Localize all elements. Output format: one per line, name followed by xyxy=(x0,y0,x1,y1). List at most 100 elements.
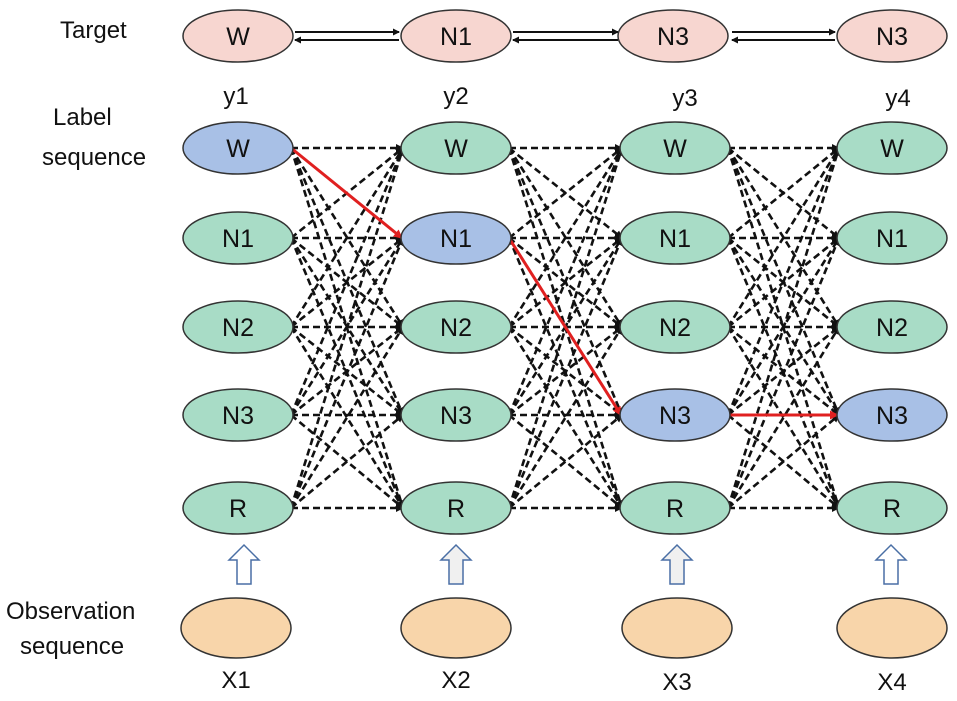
target-node-shape xyxy=(836,9,948,63)
transition-edge xyxy=(508,413,623,510)
state-node-shape xyxy=(182,300,294,354)
target-chain-arrows xyxy=(294,28,836,44)
observation-node xyxy=(400,597,512,659)
transition-edge xyxy=(289,147,405,509)
up-arrow-icon xyxy=(660,543,694,585)
observation-label: X2 xyxy=(441,667,470,694)
transition-edge xyxy=(727,414,840,509)
target-node-label: N3 xyxy=(876,23,908,51)
observation-sequence-label-line1: Observation xyxy=(6,598,135,625)
target-node: N1 xyxy=(400,9,512,63)
observation-node xyxy=(180,597,292,659)
transition-edge xyxy=(507,147,624,328)
column-label: y2 xyxy=(443,83,468,110)
transition-edge xyxy=(726,326,841,509)
state-node: W xyxy=(836,121,948,175)
state-node-label: W xyxy=(663,135,687,163)
observation-sequence-label-line2: sequence xyxy=(20,633,124,660)
target-node-label: W xyxy=(226,23,250,51)
state-node-label: R xyxy=(229,495,247,523)
target-node-shape xyxy=(617,9,729,63)
state-node: N3 xyxy=(836,388,948,442)
selected-path-edge xyxy=(290,146,403,240)
state-node-label: N3 xyxy=(222,402,254,430)
state-node-shape xyxy=(400,300,512,354)
state-node: N1 xyxy=(400,211,512,265)
transition-edge xyxy=(289,147,405,416)
state-node-shape xyxy=(182,121,294,175)
state-node-shape xyxy=(619,211,731,265)
state-node-label: N3 xyxy=(659,402,691,430)
transition-edge xyxy=(726,237,841,509)
state-node-label: N2 xyxy=(222,314,254,342)
observation-node xyxy=(621,597,733,659)
transition-edges xyxy=(289,144,841,512)
state-node-shape xyxy=(836,300,948,354)
selected-path-edge xyxy=(507,237,623,416)
state-node-label: N1 xyxy=(222,225,254,253)
observation-label: X3 xyxy=(662,669,691,696)
state-node: N1 xyxy=(182,211,294,265)
target-row-label: Target xyxy=(60,17,127,44)
state-node-shape xyxy=(619,388,731,442)
state-node-label: R xyxy=(447,495,465,523)
state-node: N2 xyxy=(836,300,948,354)
state-node: R xyxy=(619,481,731,535)
state-node-shape xyxy=(619,121,731,175)
transition-edge xyxy=(507,326,624,509)
transition-edge xyxy=(289,326,405,509)
target-node: W xyxy=(182,9,294,63)
target-node-label: N1 xyxy=(440,23,472,51)
state-node: R xyxy=(182,481,294,535)
transition-edge xyxy=(289,237,405,509)
state-node-shape xyxy=(400,121,512,175)
state-node: N2 xyxy=(182,300,294,354)
target-node: N3 xyxy=(836,9,948,63)
state-node-label: N2 xyxy=(440,314,472,342)
transition-edge xyxy=(289,326,405,509)
observation-nodes xyxy=(180,597,948,659)
state-node: R xyxy=(400,481,512,535)
column-label: y3 xyxy=(672,85,697,112)
column-label: y4 xyxy=(885,85,910,112)
observation-arrows xyxy=(227,543,908,585)
up-arrow-icon xyxy=(874,543,908,585)
state-node-label: N3 xyxy=(440,402,472,430)
state-node-label: N1 xyxy=(876,225,908,253)
transition-edge xyxy=(507,147,624,416)
state-node: W xyxy=(619,121,731,175)
state-node-label: R xyxy=(666,495,684,523)
state-node-shape xyxy=(836,388,948,442)
state-node-label: N3 xyxy=(876,402,908,430)
state-node: R xyxy=(836,481,948,535)
target-node-shape xyxy=(182,9,294,63)
transition-edge xyxy=(290,413,404,510)
target-node-label: N3 xyxy=(657,23,689,51)
transition-edge xyxy=(507,326,624,509)
state-node-shape xyxy=(400,211,512,265)
transition-edge xyxy=(726,147,841,509)
state-node-shape xyxy=(182,388,294,442)
transition-edge xyxy=(726,147,841,328)
selected-path xyxy=(290,146,839,420)
state-node-shape xyxy=(836,121,948,175)
observation-label: X1 xyxy=(221,667,250,694)
state-node: N3 xyxy=(619,388,731,442)
label-sequence-label-line2: sequence xyxy=(42,144,146,171)
column-label: y1 xyxy=(223,83,248,110)
transition-edge xyxy=(508,413,623,510)
target-node: N3 xyxy=(617,9,729,63)
up-arrow-icon xyxy=(227,543,261,585)
transition-edge xyxy=(727,146,840,240)
state-node-shape xyxy=(619,300,731,354)
state-node: W xyxy=(400,121,512,175)
state-node: W xyxy=(182,121,294,175)
state-node-shape xyxy=(182,481,294,535)
state-node-shape xyxy=(836,481,948,535)
state-node: N1 xyxy=(836,211,948,265)
state-node: N3 xyxy=(400,388,512,442)
state-node-shape xyxy=(619,481,731,535)
state-node: N2 xyxy=(619,300,731,354)
